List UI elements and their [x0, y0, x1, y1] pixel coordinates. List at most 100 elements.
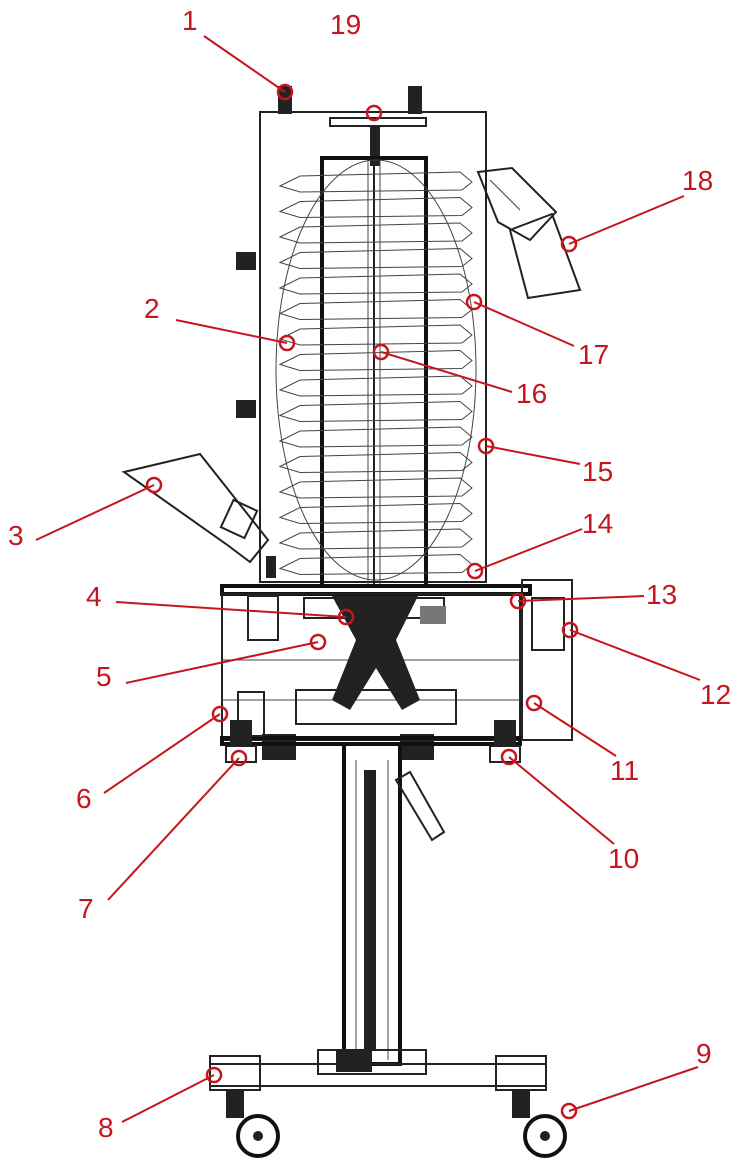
callout-number: 11: [610, 755, 639, 786]
callout-16: 16: [372, 343, 547, 409]
callout-marker-ring: [337, 608, 355, 626]
inlet-chute: [121, 452, 276, 578]
tray: [278, 196, 473, 219]
callout-marker-ring: [309, 633, 327, 651]
callout-number: 7: [78, 893, 94, 924]
callout-12: 12: [561, 621, 731, 710]
callout-marker-ring: [560, 235, 578, 253]
callout-leader-line: [175, 319, 288, 344]
callout-marker-ring: [145, 476, 163, 494]
caster-base: [209, 1055, 567, 1158]
tray: [278, 451, 473, 474]
callout-3: 3: [8, 476, 163, 551]
callout-number: 18: [682, 165, 713, 196]
callout-marker-ring: [477, 437, 495, 455]
callout-marker-ring: [205, 1066, 223, 1084]
callout-9: 9: [560, 1038, 712, 1120]
callout-leader-line: [508, 756, 615, 845]
tray: [278, 528, 473, 550]
callout-number: 16: [516, 378, 547, 409]
callout-marker-ring: [365, 104, 383, 122]
callout-leader-line: [568, 195, 685, 245]
callout-number: 19: [330, 9, 361, 40]
callout-number: 17: [578, 339, 609, 370]
callout-number: 3: [8, 520, 24, 551]
tray: [278, 477, 473, 499]
callout-number: 5: [96, 661, 112, 692]
support-column: [317, 742, 446, 1075]
tray: [278, 426, 473, 448]
callout-15: 15: [477, 437, 613, 487]
callout-leader-line: [121, 1074, 215, 1123]
tray: [278, 171, 473, 193]
callout-number: 1: [182, 5, 198, 36]
callout-leader-line: [485, 445, 581, 465]
callout-number: 8: [98, 1112, 114, 1143]
callout-marker-ring: [465, 293, 483, 311]
callout-number: 12: [700, 679, 731, 710]
callout-19: 19: [330, 9, 383, 122]
callout-10: 10: [500, 748, 639, 874]
tray: [278, 324, 473, 346]
tray: [278, 375, 473, 397]
callout-2: 2: [144, 293, 296, 352]
callout-7: 7: [78, 749, 248, 924]
tray-stack: [278, 171, 473, 576]
callout-number: 2: [144, 293, 160, 324]
callout-leader-line: [107, 757, 240, 901]
tray: [278, 502, 473, 525]
callout-leader-line: [35, 484, 155, 541]
callout-marker-ring: [372, 343, 390, 361]
tray: [278, 273, 473, 295]
callout-leader-line: [568, 1066, 699, 1112]
callout-5: 5: [96, 633, 327, 692]
callout-4: 4: [86, 581, 355, 626]
callout-leader-line: [203, 35, 286, 93]
callout-marker-ring: [211, 705, 229, 723]
callout-marker-ring: [276, 83, 294, 101]
tray: [278, 349, 473, 372]
callout-6: 6: [76, 705, 229, 814]
callout-marker-ring: [525, 694, 543, 712]
callout-leader-line: [125, 641, 319, 684]
callout-leader-line: [517, 595, 645, 602]
callout-number: 13: [646, 579, 677, 610]
callout-1: 1: [182, 5, 294, 101]
callout-leader-line: [533, 702, 617, 757]
callout-11: 11: [525, 694, 639, 786]
tray: [278, 400, 473, 423]
callout-leader-line: [473, 301, 575, 347]
outlet-chute: [476, 166, 582, 300]
tray: [278, 553, 473, 576]
callout-marker-ring: [230, 749, 248, 767]
callout-number: 14: [582, 508, 613, 539]
callout-marker-ring: [466, 562, 484, 580]
upper-cabinet: [236, 86, 487, 588]
callout-number: 10: [608, 843, 639, 874]
callout-8: 8: [98, 1066, 223, 1143]
callout-marker-ring: [561, 621, 579, 639]
callout-number: 6: [76, 783, 92, 814]
callout-14: 14: [466, 508, 613, 580]
callout-17: 17: [465, 293, 609, 370]
callout-18: 18: [560, 165, 713, 253]
callout-13: 13: [509, 579, 677, 610]
callout-marker-ring: [560, 1102, 578, 1120]
callout-leader-line: [115, 601, 347, 618]
callout-leader-line: [103, 713, 221, 794]
base-unit: [220, 579, 573, 763]
callout-marker-ring: [500, 748, 518, 766]
callout-leader-line: [474, 528, 583, 572]
tray: [278, 222, 473, 244]
callout-number: 15: [582, 456, 613, 487]
callout-number: 4: [86, 581, 102, 612]
tray: [278, 247, 473, 270]
callout-leader-line: [569, 629, 701, 681]
callout-leader-line: [380, 351, 513, 393]
tray: [278, 298, 473, 321]
callout-number: 9: [696, 1038, 712, 1069]
callout-marker-ring: [509, 592, 527, 610]
callout-marker-ring: [278, 334, 296, 352]
